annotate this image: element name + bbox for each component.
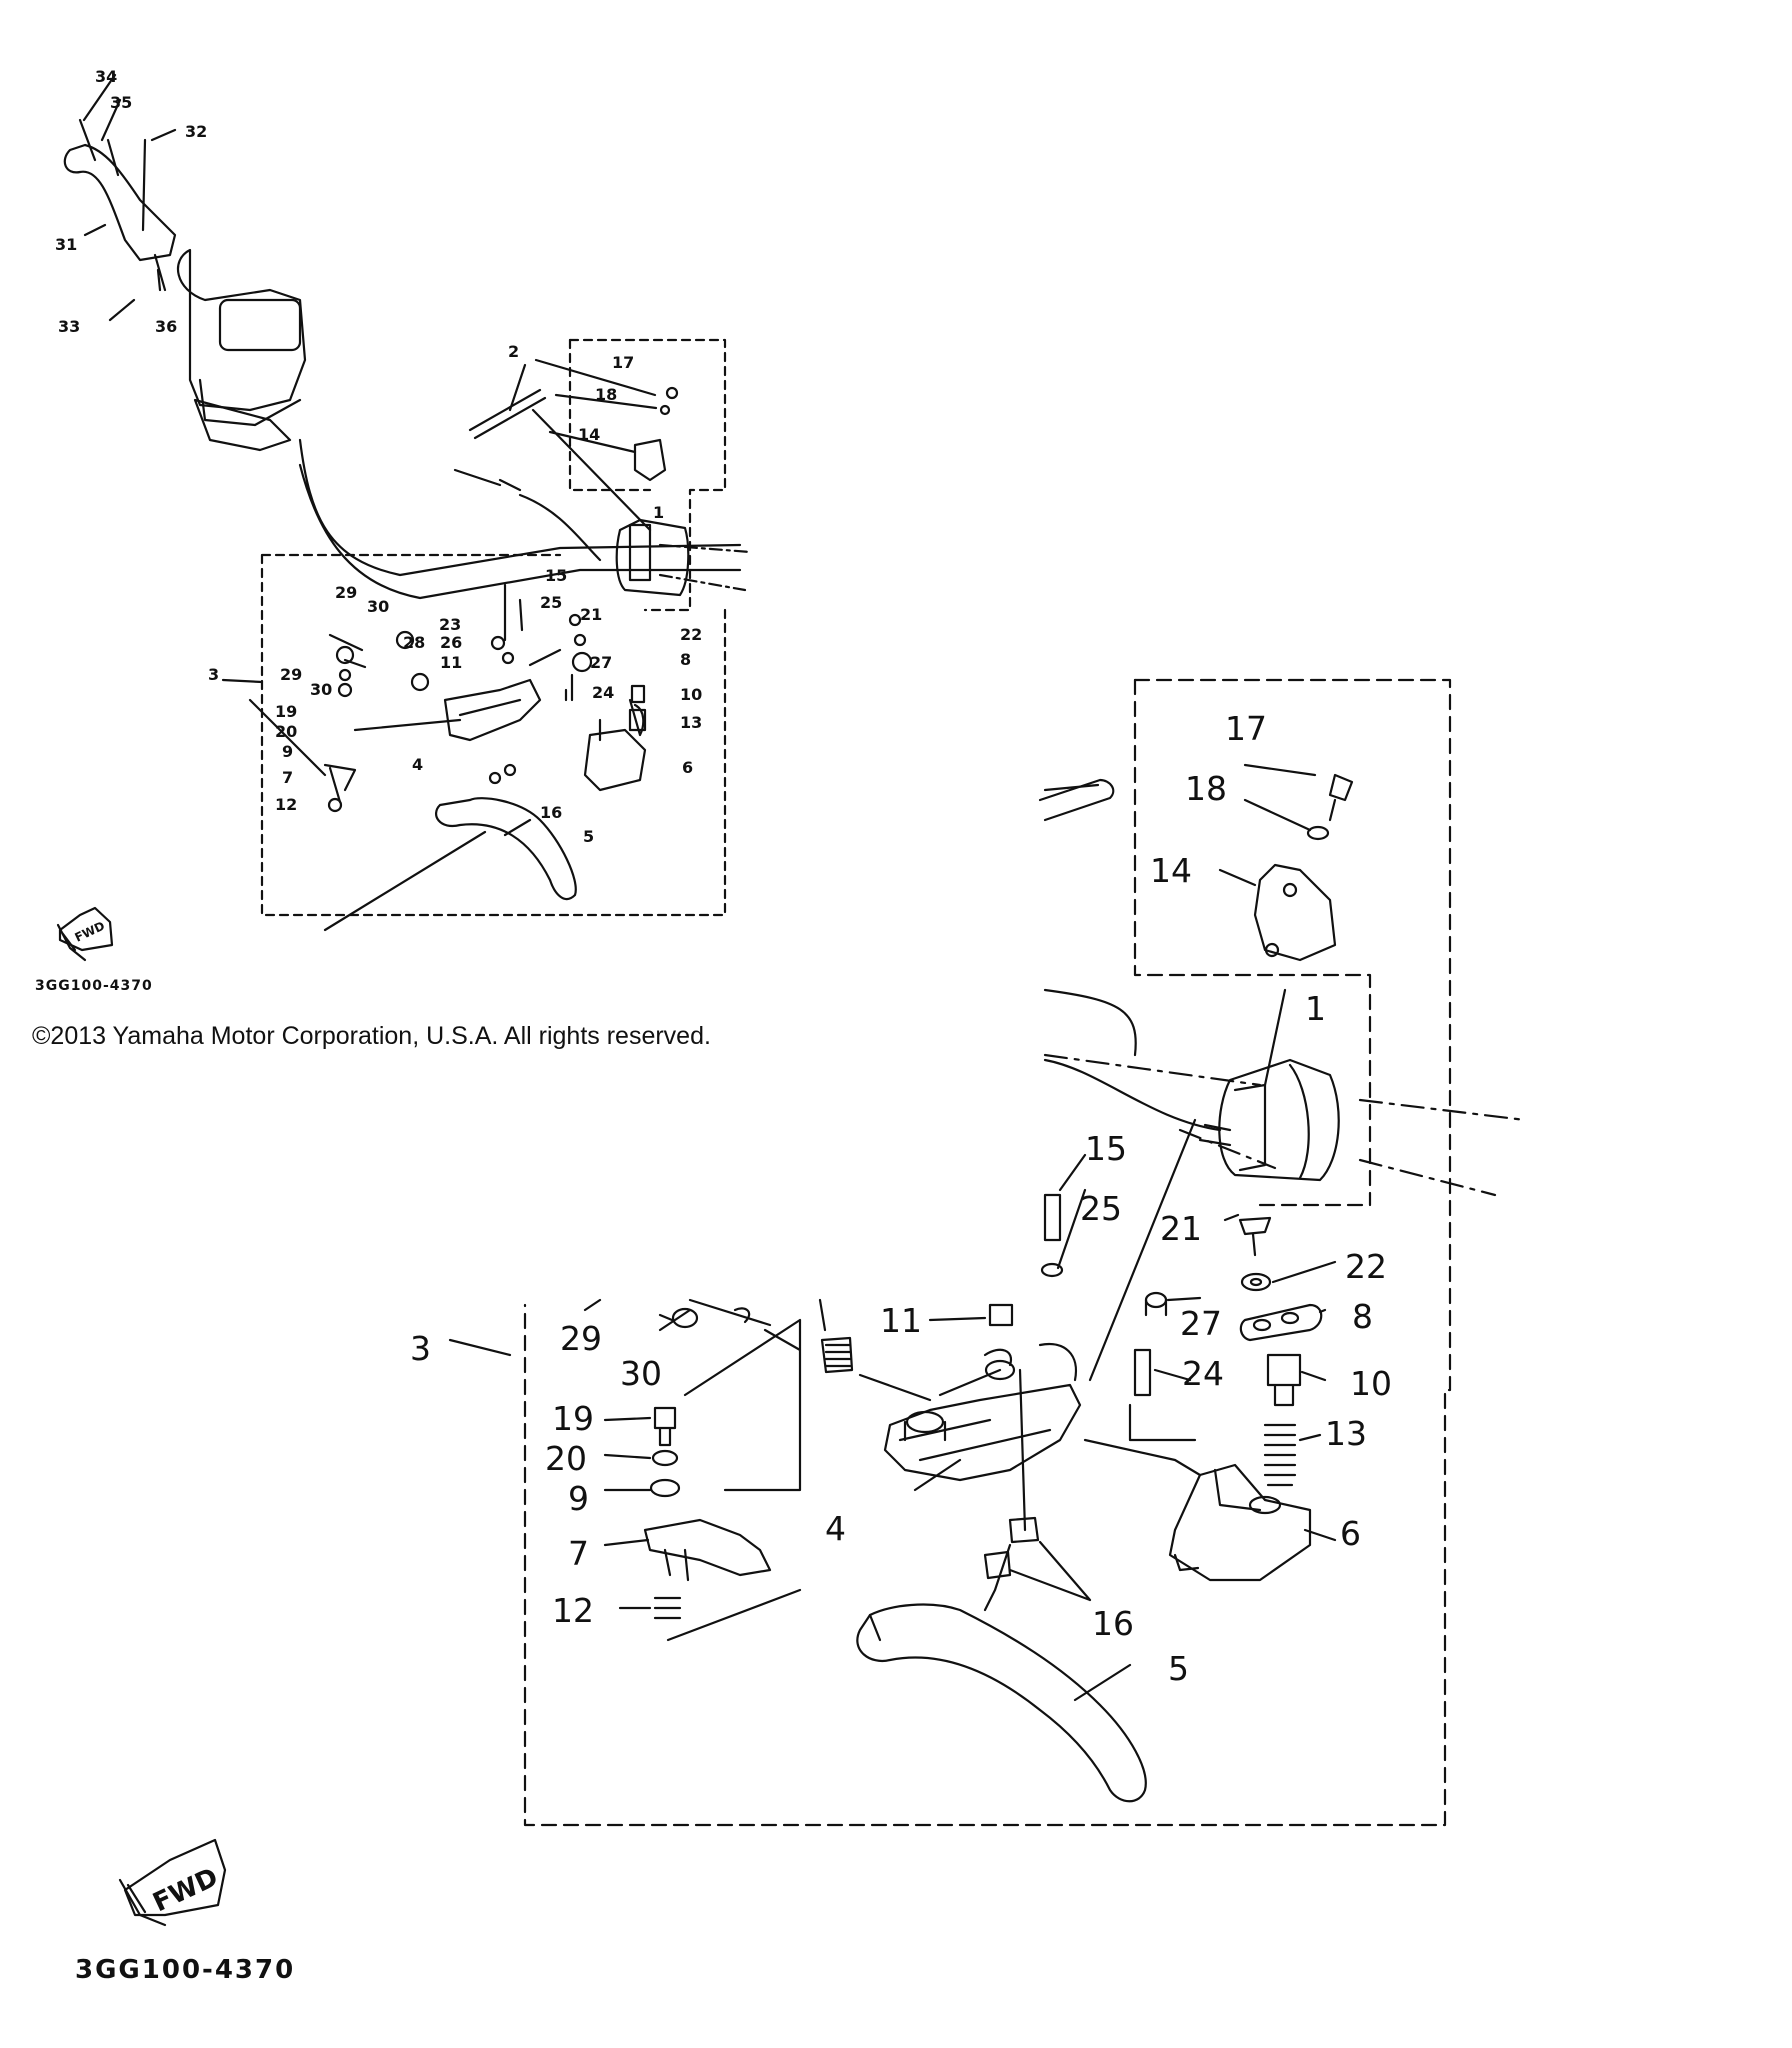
callout-31: 31 [55, 235, 77, 254]
callout-5: 5 [583, 827, 594, 846]
detail-diagram [448, 678, 1527, 1827]
callout-3: 3 [208, 665, 219, 684]
callout-23: 23 [439, 615, 461, 634]
detail-callout-16: 16 [1092, 1604, 1134, 1643]
detail-callout-25: 25 [1080, 1189, 1122, 1228]
callout-15: 15 [545, 566, 567, 585]
callout-24: 24 [592, 683, 614, 702]
detail-callout-14: 14 [1150, 851, 1192, 890]
callout-30: 30 [367, 597, 389, 616]
holder-14 [1253, 863, 1337, 962]
fwd-arrow-large [118, 1838, 227, 1927]
detail-callouts: 17 18 14 1 15 25 21 22 27 8 11 24 10 13 … [410, 709, 1392, 1688]
callout-21: 21 [580, 605, 602, 624]
detail-callout-19: 19 [552, 1399, 594, 1438]
detail-callout-4: 4 [825, 1509, 846, 1548]
plate-7 [643, 1518, 772, 1577]
callout-16: 16 [540, 803, 562, 822]
clutch-lever-small [63, 143, 177, 262]
callout-22: 22 [680, 625, 702, 644]
detail-callout-6: 6 [1340, 1514, 1361, 1553]
callout-11: 11 [440, 653, 462, 672]
diagram-code-large: 3GG100-4370 [75, 1955, 295, 1985]
overview-diagram [63, 73, 752, 932]
callout-34: 34 [95, 67, 117, 86]
callout-20: 20 [275, 722, 297, 741]
detail-callout-24: 24 [1182, 1354, 1224, 1393]
detail-callout-11: 11 [880, 1301, 922, 1340]
callout-19: 19 [275, 702, 297, 721]
detail-callout-22: 22 [1345, 1247, 1387, 1286]
callout-29b: 29 [280, 665, 302, 684]
callout-4: 4 [412, 755, 423, 774]
detail-callout-5: 5 [1168, 1649, 1189, 1688]
callout-7: 7 [282, 768, 293, 787]
callout-28: 28 [403, 633, 425, 652]
callout-27: 27 [590, 653, 612, 672]
detail-callout-1: 1 [1305, 989, 1326, 1028]
detail-callout-17: 17 [1225, 709, 1267, 748]
detail-callout-21: 21 [1160, 1209, 1202, 1248]
detail-callout-12: 12 [552, 1591, 594, 1630]
detail-callout-15: 15 [1085, 1129, 1127, 1168]
callout-13: 13 [680, 713, 702, 732]
detail-callout-20: 20 [545, 1439, 587, 1478]
detail-callout-3: 3 [410, 1329, 431, 1368]
brake-lever [856, 1603, 1147, 1803]
callout-10: 10 [680, 685, 702, 704]
detail-callout-7: 7 [568, 1534, 589, 1573]
callout-1: 1 [653, 503, 664, 522]
callout-18: 18 [595, 385, 617, 404]
detail-callout-29: 29 [560, 1319, 602, 1358]
switch-housing-small [615, 518, 690, 597]
detail-callout-13: 13 [1325, 1414, 1367, 1453]
callout-35: 35 [110, 93, 132, 112]
detail-callout-18: 18 [1185, 769, 1227, 808]
callout-32: 32 [185, 122, 207, 141]
overview-callouts: 34 35 32 31 33 36 2 17 18 14 1 29 30 15 … [55, 67, 702, 846]
fwd-arrow-small [56, 906, 114, 962]
detail-callout-9: 9 [568, 1479, 589, 1518]
copyright-notice: ©2013 Yamaha Motor Corporation, U.S.A. A… [32, 1022, 711, 1050]
callout-25: 25 [540, 593, 562, 612]
callout-36: 36 [155, 317, 177, 336]
switch-housing [1218, 1058, 1340, 1182]
callout-26: 26 [440, 633, 462, 652]
callout-6: 6 [682, 758, 693, 777]
detail-callout-8: 8 [1352, 1297, 1373, 1336]
handlebar [298, 438, 742, 600]
callout-9: 9 [282, 742, 293, 761]
detail-callout-30: 30 [620, 1354, 662, 1393]
callout-14: 14 [578, 425, 600, 444]
callout-30b: 30 [310, 680, 332, 699]
callout-17: 17 [612, 353, 634, 372]
callout-29: 29 [335, 583, 357, 602]
detail-callout-10: 10 [1350, 1364, 1392, 1403]
lever-bracket-4 [883, 1383, 1082, 1482]
callout-2: 2 [508, 342, 519, 361]
switch-6 [1168, 1463, 1312, 1582]
brake-lever-small [435, 797, 577, 901]
fwd-label-small: FWD [73, 919, 107, 945]
diagram-code-small: 3GG100-4370 [35, 978, 153, 994]
callout-12: 12 [275, 795, 297, 814]
detail-callout-27: 27 [1180, 1304, 1222, 1343]
callout-8: 8 [680, 650, 691, 669]
callout-33: 33 [58, 317, 80, 336]
